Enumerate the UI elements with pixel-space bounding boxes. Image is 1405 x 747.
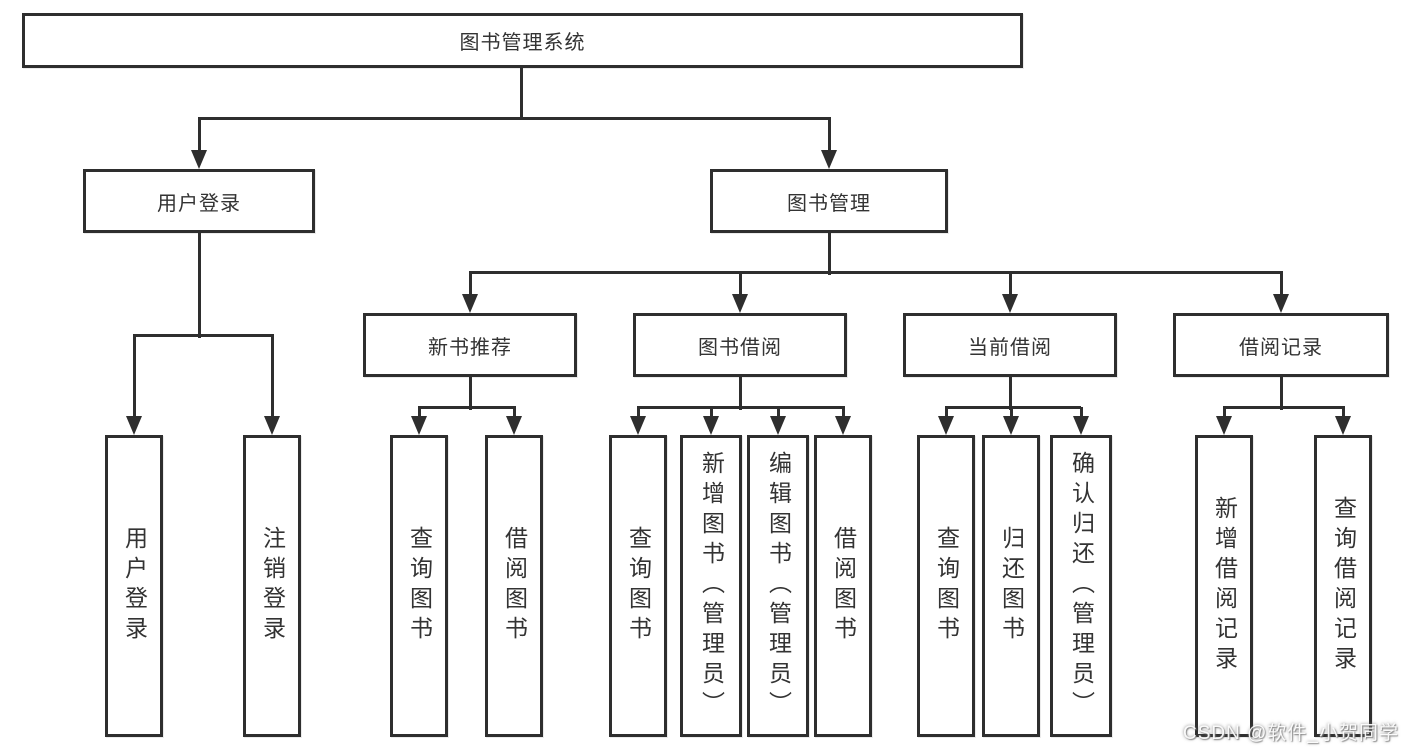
connector-line — [1009, 375, 1012, 410]
arrow-down-icon — [630, 416, 646, 435]
leaf-return-books: 归还图书 — [982, 435, 1040, 737]
connector-line — [828, 231, 831, 275]
leaf-logout: 注销登录 — [243, 435, 301, 737]
connector-line — [1223, 407, 1226, 418]
leaf-confirm-return-admin: 确认归还（管理员） — [1050, 435, 1112, 737]
arrow-down-icon — [126, 416, 142, 435]
leaf-borrow-books-2: 借阅图书 — [814, 435, 872, 737]
connector-line — [198, 118, 201, 152]
connector-line — [842, 407, 845, 418]
connector-line — [1223, 406, 1345, 409]
node-root-label: 图书管理系统 — [459, 32, 586, 54]
connector-line — [777, 407, 780, 418]
node-user-login: 用户登录 — [83, 169, 315, 233]
arrow-down-icon — [1273, 294, 1289, 313]
connector-line — [469, 272, 472, 296]
node-book-borrow-label: 图书借阅 — [698, 336, 782, 359]
leaf-query-books-3: 查询图书 — [917, 435, 975, 737]
connector-line — [1010, 407, 1013, 418]
arrow-down-icon — [1003, 416, 1019, 435]
connector-line — [418, 407, 421, 418]
arrow-down-icon — [462, 294, 478, 313]
leaf-query-books-1: 查询图书 — [390, 435, 448, 737]
arrow-down-icon — [191, 150, 207, 169]
leaf-add-borrow-record: 新增借阅记录 — [1195, 435, 1253, 737]
leaf-user-login: 用户登录 — [105, 435, 163, 737]
leaf-label: 编辑图书（管理员） — [765, 451, 792, 721]
leaf-label: 查询图书 — [933, 526, 960, 646]
connector-line — [739, 272, 742, 296]
connector-line — [739, 375, 742, 410]
connector-line — [637, 407, 640, 418]
connector-line — [945, 406, 1081, 409]
leaf-borrow-books-1: 借阅图书 — [485, 435, 543, 737]
arrow-down-icon — [732, 294, 748, 313]
connector-line — [271, 335, 274, 418]
leaf-label: 归还图书 — [998, 526, 1025, 646]
connector-line — [1342, 407, 1345, 418]
node-new-book-recommend: 新书推荐 — [363, 313, 577, 377]
node-root: 图书管理系统 — [22, 13, 1023, 68]
arrow-down-icon — [411, 416, 427, 435]
connector-line — [418, 406, 516, 409]
node-current-borrow-label: 当前借阅 — [968, 336, 1052, 359]
connector-line — [1280, 272, 1283, 296]
connector-line — [198, 117, 831, 120]
leaf-label: 借阅图书 — [501, 526, 528, 646]
leaf-label: 注销登录 — [259, 526, 286, 646]
connector-line — [133, 334, 274, 337]
connector-line — [133, 335, 136, 418]
connector-line — [513, 407, 516, 418]
leaf-query-books-2: 查询图书 — [609, 435, 667, 737]
leaf-label: 查询借阅记录 — [1330, 496, 1357, 676]
node-borrow-records-label: 借阅记录 — [1239, 336, 1323, 359]
arrow-down-icon — [1002, 294, 1018, 313]
connector-line — [710, 407, 713, 418]
leaf-label: 新增借阅记录 — [1211, 496, 1238, 676]
connector-line — [945, 407, 948, 418]
arrow-down-icon — [703, 416, 719, 435]
connector-line — [198, 231, 201, 338]
arrow-down-icon — [264, 416, 280, 435]
node-borrow-records: 借阅记录 — [1173, 313, 1389, 377]
leaf-label: 查询图书 — [625, 526, 652, 646]
leaf-edit-books-admin: 编辑图书（管理员） — [747, 435, 809, 737]
arrow-down-icon — [938, 416, 954, 435]
leaf-label: 查询图书 — [406, 526, 433, 646]
connector-line — [1080, 407, 1083, 418]
leaf-add-books-admin: 新增图书（管理员） — [680, 435, 742, 737]
leaf-label: 借阅图书 — [830, 526, 857, 646]
connector-line — [1280, 375, 1283, 410]
arrow-down-icon — [1216, 416, 1232, 435]
arrow-down-icon — [770, 416, 786, 435]
connector-line — [469, 375, 472, 410]
leaf-label: 新增图书（管理员） — [698, 451, 725, 721]
connector-line — [828, 118, 831, 152]
node-new-book-recommend-label: 新书推荐 — [428, 336, 512, 359]
node-book-management: 图书管理 — [710, 169, 948, 233]
connector-line — [637, 406, 845, 409]
connector-line — [469, 271, 1283, 274]
arrow-down-icon — [821, 150, 837, 169]
arrow-down-icon — [1073, 416, 1089, 435]
node-current-borrow: 当前借阅 — [903, 313, 1117, 377]
arrow-down-icon — [1335, 416, 1351, 435]
leaf-query-borrow-record: 查询借阅记录 — [1314, 435, 1372, 737]
node-user-login-label: 用户登录 — [157, 192, 241, 215]
leaf-label: 用户登录 — [121, 526, 148, 646]
arrow-down-icon — [835, 416, 851, 435]
node-book-borrow: 图书借阅 — [633, 313, 847, 377]
node-book-management-label: 图书管理 — [787, 192, 871, 215]
leaf-label: 确认归还（管理员） — [1068, 451, 1095, 721]
connector-line — [1009, 272, 1012, 296]
connector-line — [520, 66, 523, 120]
arrow-down-icon — [506, 416, 522, 435]
